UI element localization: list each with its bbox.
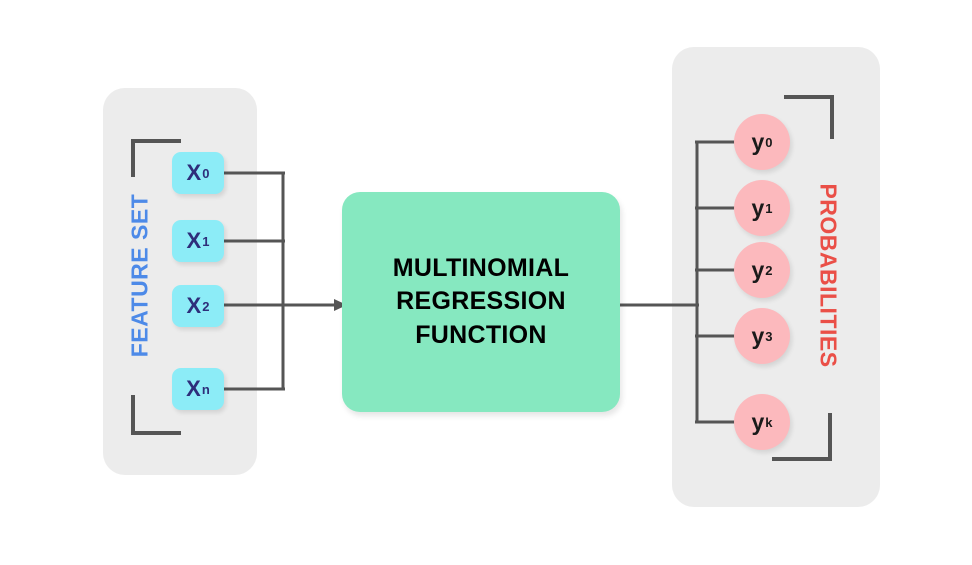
probability-node-y1-base: y	[751, 194, 765, 221]
function-block-line-3: FUNCTION	[415, 320, 547, 349]
probability-node-y3-subscript: 3	[765, 328, 773, 344]
probability-node-y1-subscript: 1	[765, 200, 773, 216]
multinomial-regression-function-block[interactable]: MULTINOMIAL REGRESSION FUNCTION	[342, 192, 620, 412]
probability-node-y0-base: y	[751, 128, 765, 155]
feature-node-xn-subscript: n	[201, 381, 210, 397]
probability-node-y0-subscript: 0	[765, 134, 773, 150]
function-block-line-2: REGRESSION	[396, 287, 566, 316]
probability-node-yk-base: y	[751, 408, 765, 435]
probability-node-yk-subscript: k	[765, 414, 773, 430]
function-block-text: MULTINOMIAL REGRESSION FUNCTION	[393, 252, 569, 352]
probabilities-label: PROBABILITIES	[815, 183, 842, 368]
feature-node-x0-base: X	[186, 160, 202, 185]
probability-node-y3-base: y	[751, 322, 765, 349]
feature-node-xn-base: X	[186, 376, 201, 401]
feature-node-x0-subscript: 0	[202, 165, 210, 181]
feature-set-label: FEATURE SET	[126, 193, 153, 358]
probability-node-y2-base: y	[751, 256, 765, 283]
feature-node-x2-base: X	[186, 293, 202, 318]
probability-node-y2-subscript: 2	[765, 262, 773, 278]
feature-node-x1-subscript: 1	[202, 233, 210, 249]
function-block-line-1: MULTINOMIAL	[392, 254, 570, 283]
feature-node-x2-subscript: 2	[202, 298, 210, 314]
feature-node-x1-base: X	[186, 228, 202, 253]
